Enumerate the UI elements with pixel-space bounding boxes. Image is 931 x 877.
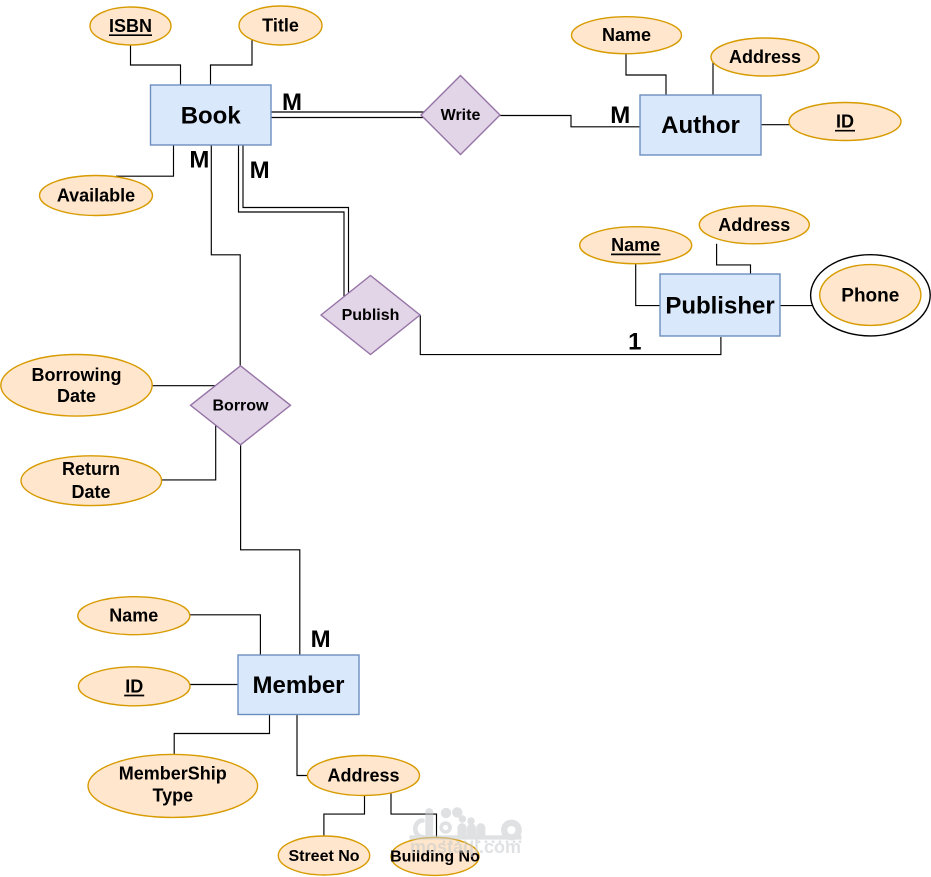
svg-text:Building No: Building No [390, 849, 480, 866]
svg-text:1: 1 [628, 328, 641, 355]
svg-text:ID: ID [125, 676, 143, 696]
svg-text:M: M [282, 89, 302, 116]
svg-text:Address: Address [718, 215, 790, 235]
svg-text:Publish: Publish [342, 307, 400, 324]
svg-text:Address: Address [729, 47, 801, 67]
svg-text:Publisher: Publisher [665, 293, 774, 320]
svg-text:Write: Write [441, 107, 481, 124]
svg-text:M: M [250, 157, 270, 184]
svg-text:Street No: Street No [288, 848, 359, 865]
svg-text:MemberShip: MemberShip [119, 764, 227, 784]
svg-text:Name: Name [611, 235, 660, 255]
svg-text:Address: Address [327, 766, 399, 786]
svg-text:Type: Type [152, 785, 193, 805]
svg-text:Author: Author [661, 112, 740, 139]
svg-text:Title: Title [262, 16, 299, 36]
svg-text:ISBN: ISBN [109, 16, 152, 36]
svg-text:Phone: Phone [841, 285, 899, 306]
svg-text:Date: Date [71, 482, 110, 502]
svg-text:Available: Available [57, 186, 135, 206]
svg-text:Book: Book [181, 103, 242, 130]
svg-text:M: M [311, 626, 331, 653]
svg-text:Date: Date [57, 386, 96, 406]
svg-text:Borrow: Borrow [213, 397, 270, 414]
svg-text:Return: Return [62, 459, 120, 479]
svg-text:Borrowing: Borrowing [32, 365, 122, 385]
svg-text:mostaql.com: mostaql.com [410, 837, 521, 857]
svg-text:Name: Name [602, 25, 651, 45]
svg-text:M: M [189, 147, 209, 174]
svg-text:M: M [610, 102, 630, 129]
svg-text:ID: ID [836, 112, 854, 132]
svg-text:Name: Name [109, 606, 158, 626]
svg-text:Member: Member [252, 672, 344, 699]
